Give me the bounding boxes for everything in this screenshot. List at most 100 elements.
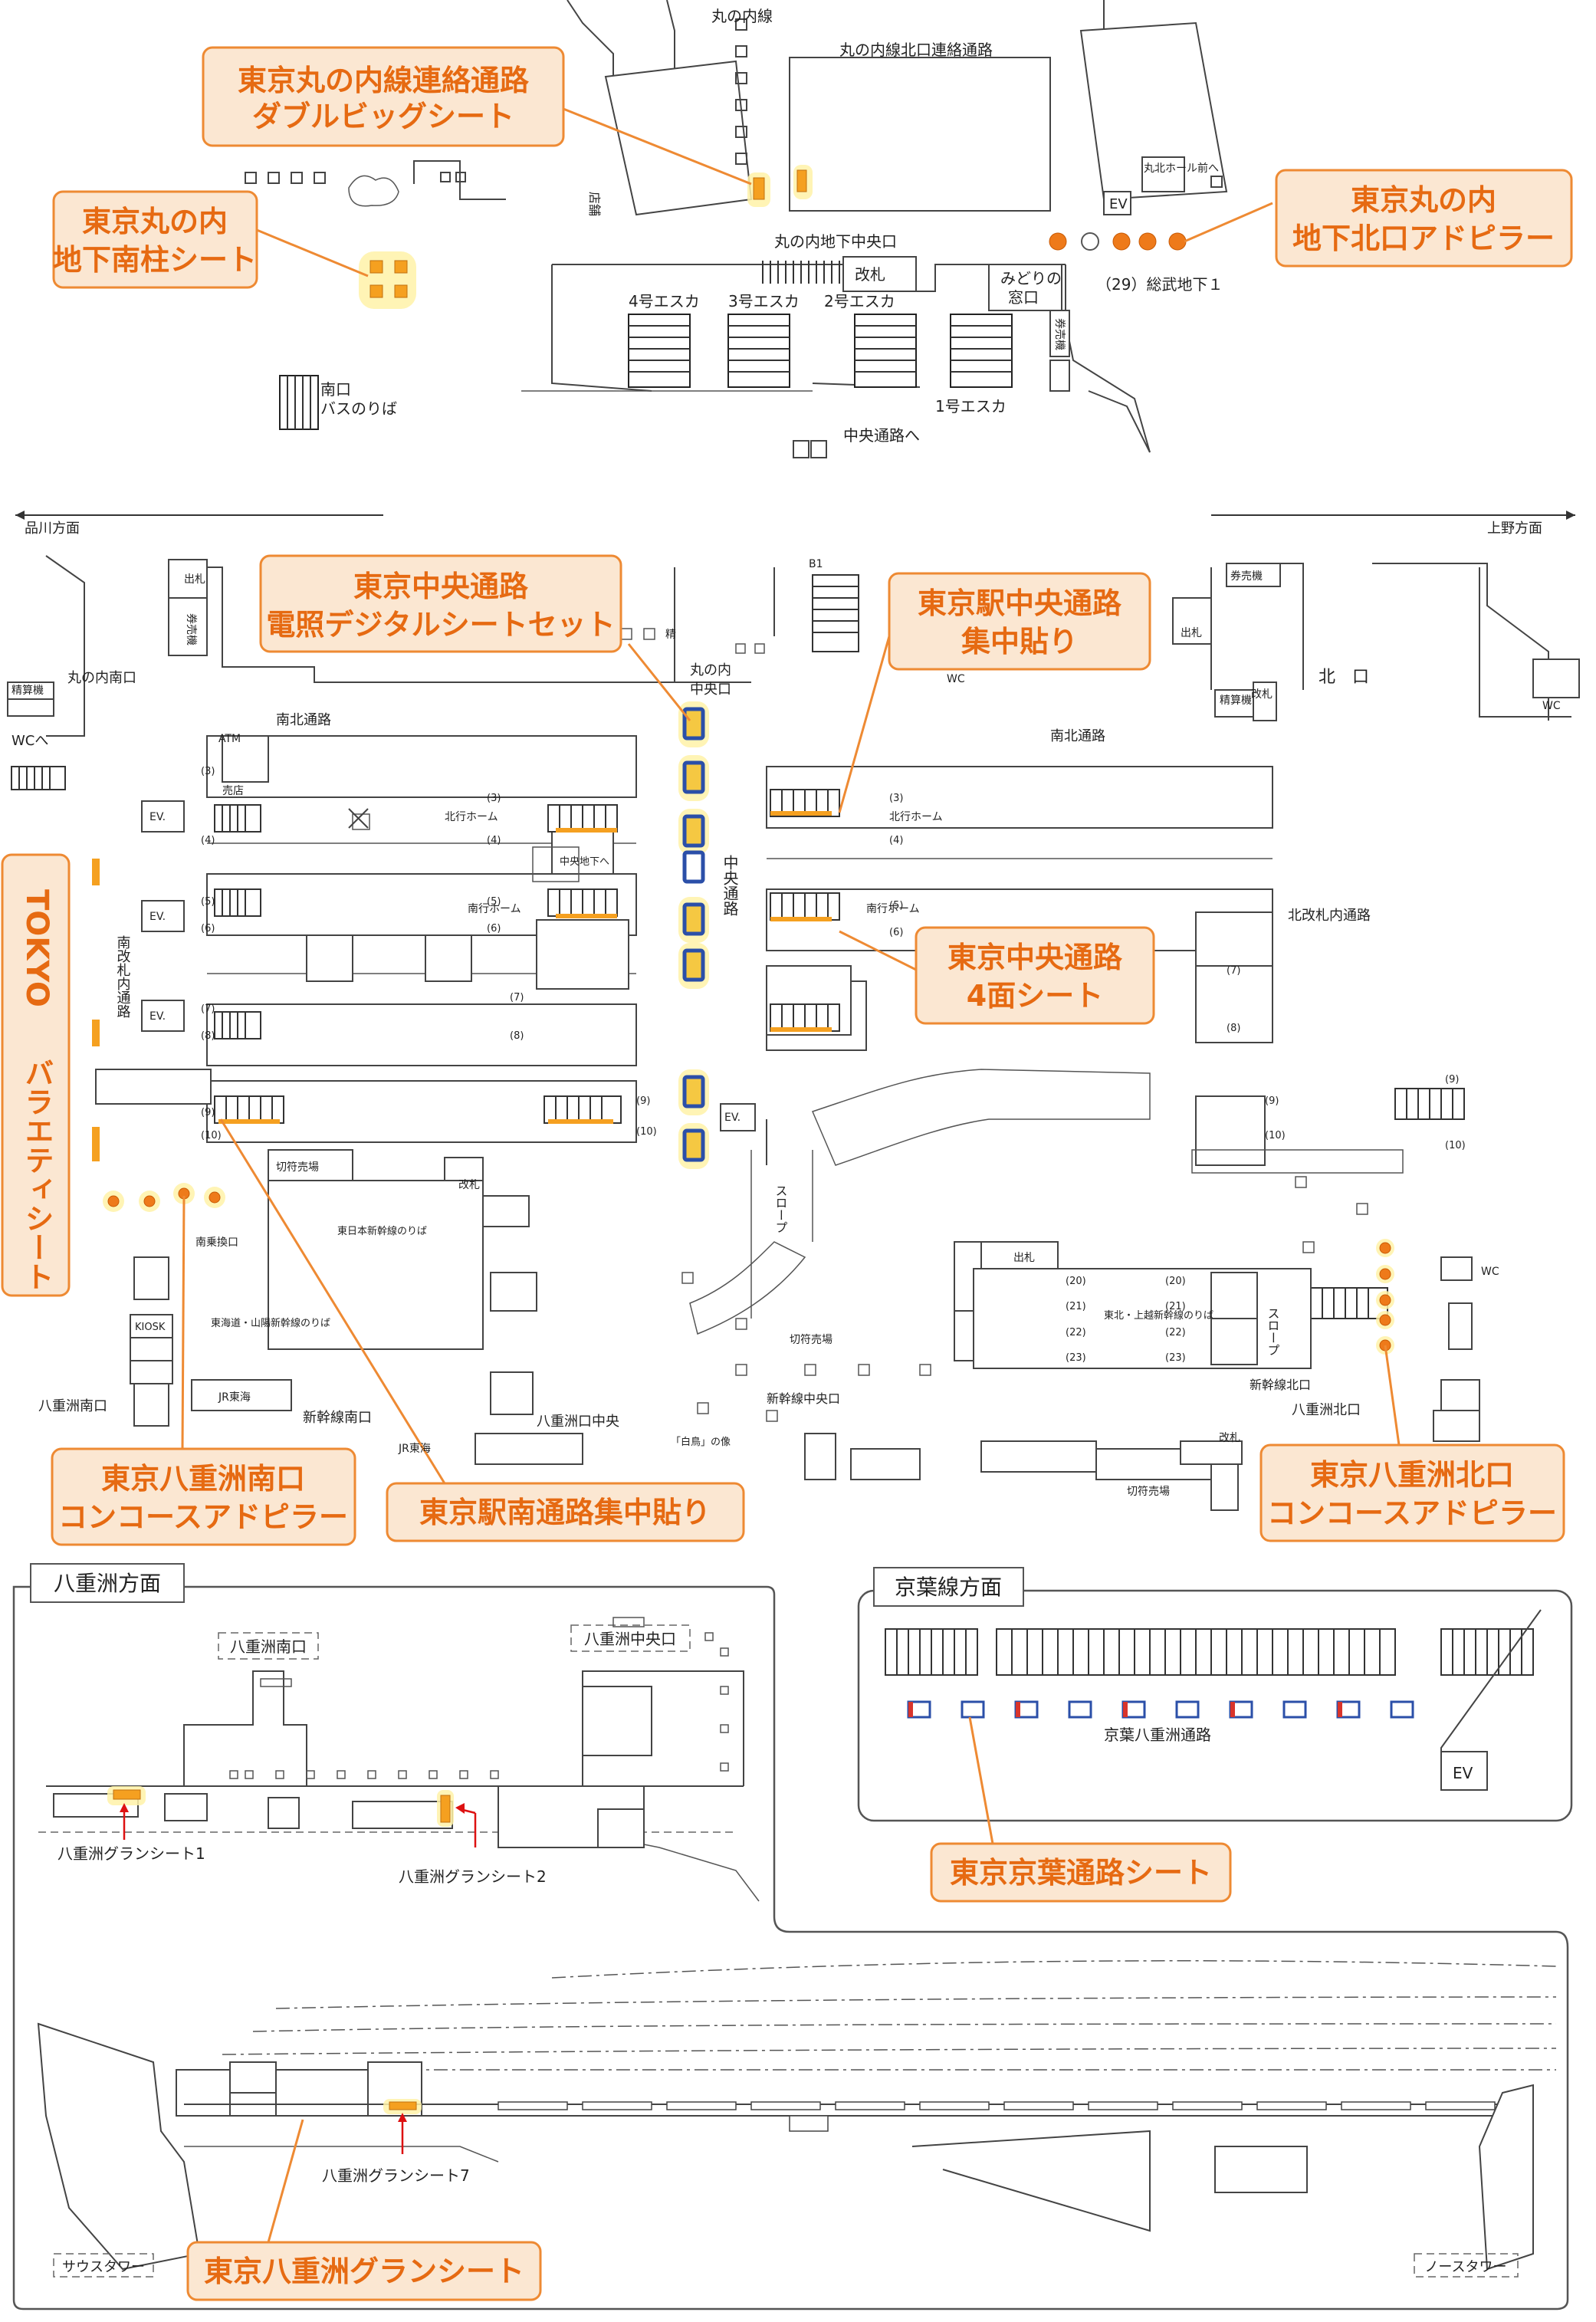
skt-r-20: (20) — [1165, 1276, 1186, 1287]
central-digital-seats — [678, 701, 709, 1169]
track-c-7: (7) — [510, 992, 524, 1003]
ad-four-face-line1: 東京中央通路 — [947, 941, 1123, 974]
keiyo-passage-label: 京葉八重洲通路 — [1104, 1726, 1211, 1744]
label-north-platform-right: 北行ホーム — [889, 811, 943, 823]
track-r-8: (8) — [1227, 1023, 1240, 1034]
label-kiosk: KIOSK — [135, 1322, 166, 1333]
ad-central-digital-line2: 電照デジタルシートセット — [266, 608, 615, 642]
ad-yaesu-north-line1: 東京八重洲北口 — [1310, 1458, 1514, 1492]
label-south-exit: 南口 — [320, 380, 351, 399]
track-r-3: (3) — [889, 793, 903, 804]
label-ev-1: EV. — [149, 811, 166, 823]
label-deguchi-left: 出札 — [184, 573, 205, 586]
ad-north-pillar-line1: 東京丸の内 — [1351, 183, 1496, 217]
ad-south-pillar-line1: 東京丸の内 — [82, 205, 228, 238]
ad-central-focus-line2: 集中貼り — [961, 625, 1078, 659]
label-top-shop: 店舗 — [587, 192, 602, 216]
keiyo-panel: 京葉線方面 EV — [857, 1567, 1573, 1903]
label-jr-tokai: JR東海 — [218, 1391, 251, 1404]
ad-yaesu-north-line2: コンコースアドピラー — [1267, 1496, 1557, 1530]
ad-north-pillar[interactable]: 東京丸の内 地下北口アドピラー — [1275, 169, 1573, 268]
kippu-room — [268, 1149, 353, 1181]
label-kaisatsu-bottom: 改札 — [1219, 1432, 1240, 1444]
label-tokaido: 東海道・山陽新幹線のりば — [211, 1317, 330, 1329]
ad-yaesu-gran[interactable]: 東京八重洲グランシート — [186, 2241, 542, 2301]
ad-double-big-line1: 東京丸の内線連絡通路 — [238, 64, 530, 97]
south-tower-label: サウスタワー — [62, 2259, 145, 2275]
label-kita: 北 口 — [1319, 668, 1369, 687]
skt-l-21: (21) — [1066, 1301, 1086, 1312]
track-r-4: (4) — [889, 835, 903, 846]
ad-tokyo-variety[interactable]: TOKYO バラエティシート — [1, 853, 71, 1297]
track-l-3: (3) — [201, 766, 215, 777]
label-kippu-right: 切符売場 — [1127, 1486, 1170, 1498]
yaesu-south-exit-label: 八重洲南口 — [230, 1637, 307, 1656]
label-wc-to: WCへ — [11, 733, 48, 749]
label-chuo-passage: 中央通路 — [721, 855, 739, 916]
track-c-6: (6) — [487, 923, 501, 934]
track-r-9: (9) — [1265, 1095, 1279, 1107]
ad-south-pillar-line2: 地下南柱シート — [53, 243, 257, 277]
label-marunouchi-line: 丸の内線 — [711, 7, 773, 25]
label-kippu-center: 切符売場 — [790, 1334, 832, 1346]
label-shinkansen-south: 新幹線南口 — [303, 1410, 372, 1426]
top-section: 丸の内線 丸の内線北口連絡通路 丸の内地下中央口 改札 みどりの 窓口 4号エス… — [52, 0, 1573, 458]
label-seimatsu: 精 — [665, 629, 676, 641]
label-yaesu-north: 八重洲北口 — [1292, 1402, 1361, 1418]
ad-double-big-line2: ダブルビッグシート — [252, 100, 514, 133]
ad-double-big[interactable]: 東京丸の内線連絡通路 ダブルビッグシート — [202, 46, 565, 147]
label-slope-center: スロープ — [773, 1184, 788, 1233]
label-yaesu-south: 八重洲南口 — [38, 1398, 107, 1414]
skt-r-22: (22) — [1165, 1327, 1186, 1338]
north-tower-label: ノースタワー — [1424, 2259, 1506, 2275]
label-bus: バスのりば — [320, 399, 397, 418]
label-deguchi-north: 出札 — [1181, 627, 1202, 639]
label-esca3: 3号エスカ — [728, 292, 800, 310]
ad-four-face-line2: 4面シート — [967, 979, 1103, 1013]
label-kaisatsu-center: 改札 — [458, 1179, 480, 1191]
label-esca1: 1号エスカ — [935, 397, 1007, 415]
midori-box — [988, 264, 1062, 311]
track-r-10: (10) — [1265, 1130, 1286, 1141]
label-top-gate: 改札 — [855, 265, 885, 284]
label-shinkansen-north: 新幹線北口 — [1250, 1378, 1311, 1392]
label-sobu: （29）総武地下１ — [1096, 275, 1223, 294]
label-north-inner: 北改札内通路 — [1288, 908, 1371, 924]
platform-3-4 — [206, 735, 637, 798]
label-kaisatsu-north: 改札 — [1251, 688, 1273, 701]
track-l-4: (4) — [201, 835, 215, 846]
ad-keiyo[interactable]: 東京京葉通路シート — [930, 1842, 1232, 1903]
ad-yaesu-south[interactable]: 東京八重洲南口 コンコースアドピラー — [51, 1447, 356, 1546]
track-l-9: (9) — [201, 1107, 215, 1118]
platform-7-8 — [206, 1003, 637, 1066]
ad-four-face[interactable]: 東京中央通路 4面シート — [915, 926, 1155, 1025]
label-yaesu-center: 八重洲口中央 — [537, 1414, 619, 1430]
north-passage-room — [789, 57, 1051, 212]
track-c-8: (8) — [510, 1030, 524, 1042]
label-slope-north: スロープ — [1266, 1307, 1280, 1356]
label-top-ticket: 券売機 — [1053, 318, 1066, 350]
label-b1: B1 — [809, 558, 823, 570]
label-marunouchi-center: 丸の内地下中央口 — [774, 232, 897, 251]
ad-yaesu-gran-line: 東京八重洲グランシート — [204, 2255, 524, 2288]
ad-south-focus[interactable]: 東京駅南通路集中貼り — [386, 1482, 745, 1542]
ad-central-focus[interactable]: 東京駅中央通路 集中貼り — [888, 572, 1151, 671]
ad-south-pillar[interactable]: 東京丸の内 地下南柱シート — [52, 190, 258, 289]
ad-variety-line2: バラエティシート — [20, 1058, 54, 1291]
ad-central-digital[interactable]: 東京中央通路 電照デジタルシートセット — [259, 554, 622, 653]
ad-yaesu-north[interactable]: 東京八重洲北口 コンコースアドピラー — [1259, 1443, 1565, 1542]
track-l-8: (8) — [201, 1030, 215, 1042]
track-l-5: (5) — [201, 896, 215, 908]
label-wc-center: WC — [947, 673, 965, 685]
label-to-shinagawa: 品川方面 — [25, 521, 80, 537]
label-kippu-left: 切符売場 — [276, 1161, 319, 1174]
label-jr-tokai-2: JR東海 — [398, 1443, 431, 1455]
label-east-shinkansen: 東日本新幹線のりば — [337, 1225, 427, 1237]
label-to-ueno: 上野方面 — [1487, 521, 1542, 537]
track-l-7: (7) — [201, 1003, 215, 1015]
label-top-ev: EV — [1109, 196, 1128, 212]
label-ev-4: EV. — [724, 1112, 741, 1124]
track-c-5: (5) — [487, 896, 501, 908]
label-north-passage: 丸の内線北口連絡通路 — [839, 41, 993, 59]
